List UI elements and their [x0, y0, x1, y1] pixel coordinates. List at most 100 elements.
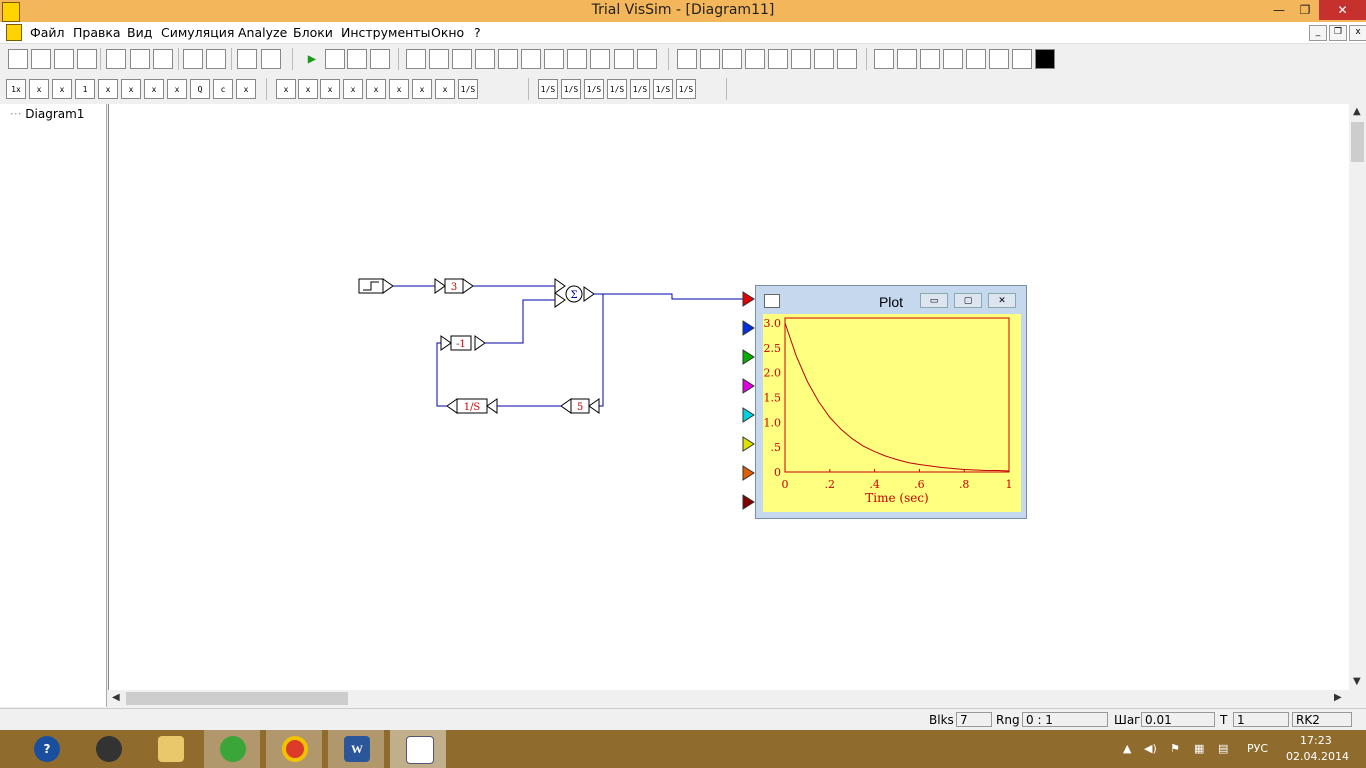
- block5-icon[interactable]: [498, 49, 518, 69]
- step-block[interactable]: [358, 278, 394, 294]
- scroll-down-icon[interactable]: ▼: [1353, 676, 1361, 687]
- block-palette-icon[interactable]: 1/S: [653, 79, 673, 99]
- menu-simulation[interactable]: Симуляция: [161, 25, 235, 40]
- offset-icon[interactable]: [1012, 49, 1032, 69]
- copy-icon[interactable]: [130, 49, 150, 69]
- horizontal-scrollbar[interactable]: ◀ ▶: [108, 690, 1349, 707]
- onoff-icon[interactable]: [614, 49, 634, 69]
- block6-icon[interactable]: [521, 49, 541, 69]
- menu-blocks[interactable]: Блоки: [293, 25, 333, 40]
- block-palette-icon[interactable]: x: [435, 79, 455, 99]
- scroll-left-icon[interactable]: ◀: [112, 692, 120, 703]
- print-icon[interactable]: [77, 49, 97, 69]
- plot-maximize-button[interactable]: ▢: [954, 293, 982, 308]
- document-icon[interactable]: [6, 24, 22, 41]
- clock-date[interactable]: 02.04.2014: [1286, 750, 1349, 763]
- matrix-icon[interactable]: [791, 49, 811, 69]
- expand-icon[interactable]: [237, 49, 257, 69]
- block9-icon[interactable]: [590, 49, 610, 69]
- block7-icon[interactable]: [544, 49, 564, 69]
- block-palette-icon[interactable]: 1/S: [561, 79, 581, 99]
- block-palette-icon[interactable]: x: [320, 79, 340, 99]
- step-icon[interactable]: [347, 49, 367, 69]
- new-icon[interactable]: [8, 49, 28, 69]
- block4-icon[interactable]: [475, 49, 495, 69]
- menu-view[interactable]: Вид: [127, 25, 153, 40]
- tree-item-diagram1[interactable]: ··· Diagram1: [10, 107, 85, 121]
- block-palette-icon[interactable]: x: [98, 79, 118, 99]
- scroll-right-icon[interactable]: ▶: [1334, 692, 1342, 703]
- clock-time[interactable]: 17:23: [1300, 734, 1332, 747]
- task-media[interactable]: [80, 730, 136, 768]
- add-output-icon[interactable]: [206, 49, 226, 69]
- plot-input-port[interactable]: [742, 378, 755, 394]
- block-palette-icon[interactable]: x: [29, 79, 49, 99]
- app-icon[interactable]: [2, 2, 20, 22]
- block-palette-icon[interactable]: x: [167, 79, 187, 99]
- connector-icon[interactable]: [989, 49, 1009, 69]
- block-palette-icon[interactable]: x: [412, 79, 432, 99]
- plot-input-port[interactable]: [742, 291, 755, 307]
- task-chrome[interactable]: [266, 730, 322, 768]
- plot-minimize-button[interactable]: ▭: [920, 293, 948, 308]
- vertical-scrollbar[interactable]: ▲ ▼: [1349, 104, 1366, 690]
- block-palette-icon[interactable]: x: [276, 79, 296, 99]
- plot-close-button[interactable]: ✕: [988, 293, 1016, 308]
- port3-icon[interactable]: [943, 49, 963, 69]
- led-icon[interactable]: [722, 49, 742, 69]
- horizontal-scroll-thumb[interactable]: [126, 692, 348, 705]
- block-palette-icon[interactable]: 1/S: [458, 79, 478, 99]
- diagram-canvas[interactable]: 3 Σ 5 1/S: [108, 104, 1350, 690]
- menu-tools[interactable]: Инструменты: [341, 25, 431, 40]
- gain-block-5[interactable]: 5: [560, 398, 600, 414]
- integrator-block[interactable]: 1/S: [446, 398, 498, 414]
- block-palette-icon[interactable]: x: [121, 79, 141, 99]
- save-icon[interactable]: [54, 49, 74, 69]
- block-palette-icon[interactable]: 1/S: [676, 79, 696, 99]
- plot-input-port[interactable]: [742, 494, 755, 510]
- tray-expand-icon[interactable]: ▲: [1123, 742, 1132, 755]
- summing-junction[interactable]: Σ: [554, 278, 595, 308]
- gain-block-3[interactable]: 3: [434, 278, 474, 294]
- task-explorer[interactable]: [142, 730, 198, 768]
- block-palette-icon[interactable]: Q: [190, 79, 210, 99]
- minimize-button[interactable]: —: [1273, 3, 1285, 17]
- task-word[interactable]: W: [328, 730, 384, 768]
- block-palette-icon[interactable]: x: [236, 79, 256, 99]
- pause-icon[interactable]: [325, 49, 345, 69]
- task-app-green[interactable]: [204, 730, 260, 768]
- close-button[interactable]: ✕: [1319, 0, 1366, 20]
- menu-analyze[interactable]: Analyze: [238, 25, 288, 40]
- language-indicator[interactable]: РУС: [1247, 742, 1269, 755]
- stop-icon[interactable]: [814, 49, 834, 69]
- menu-window[interactable]: Окно: [431, 25, 465, 40]
- plot-input-port[interactable]: [742, 465, 755, 481]
- menu-edit[interactable]: Правка: [73, 25, 121, 40]
- display-icon[interactable]: [637, 49, 657, 69]
- vertical-scroll-thumb[interactable]: [1351, 122, 1364, 162]
- menu-file[interactable]: Файл: [30, 25, 65, 40]
- block3-icon[interactable]: [452, 49, 472, 69]
- black-box-icon[interactable]: [1035, 49, 1055, 69]
- label-icon[interactable]: [874, 49, 894, 69]
- block-palette-icon[interactable]: 1x: [6, 79, 26, 99]
- block-palette-icon[interactable]: x: [389, 79, 409, 99]
- task-help[interactable]: ?: [18, 730, 74, 768]
- plot-window-icon[interactable]: [764, 294, 780, 308]
- port2-icon[interactable]: [920, 49, 940, 69]
- port1-icon[interactable]: [897, 49, 917, 69]
- open-icon[interactable]: [31, 49, 51, 69]
- block-palette-icon[interactable]: 1/S: [538, 79, 558, 99]
- block-palette-icon[interactable]: 1/S: [630, 79, 650, 99]
- task-vissim[interactable]: [390, 730, 446, 768]
- block-palette-icon[interactable]: 1/S: [584, 79, 604, 99]
- mdi-close-button[interactable]: x: [1349, 25, 1366, 41]
- scope-icon[interactable]: [745, 49, 765, 69]
- network-icon[interactable]: ▦: [1194, 742, 1205, 755]
- restore-button[interactable]: ❐: [1299, 3, 1311, 17]
- cut-icon[interactable]: [106, 49, 126, 69]
- block-palette-icon[interactable]: x: [298, 79, 318, 99]
- block-palette-icon[interactable]: x: [144, 79, 164, 99]
- label2-icon[interactable]: [429, 49, 449, 69]
